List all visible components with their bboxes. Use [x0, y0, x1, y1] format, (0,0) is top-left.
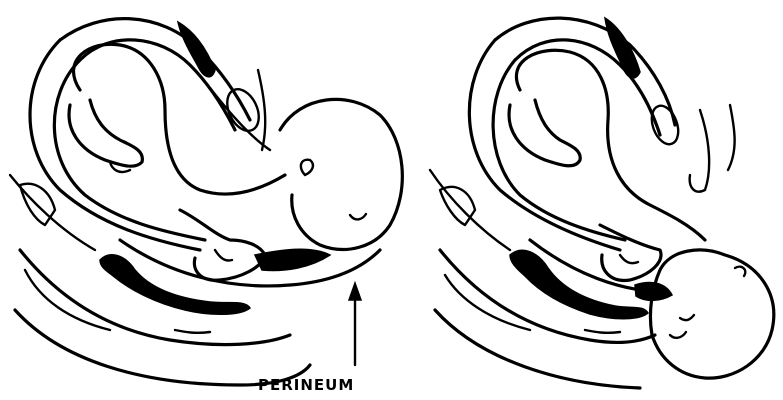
left-birth-canal-shadow [255, 249, 330, 270]
left-baby-head [280, 99, 402, 249]
left-baby-body [74, 44, 285, 194]
left-panel-crowning [10, 19, 402, 385]
right-pubic-bone [647, 102, 683, 148]
right-panel-head-delivered [430, 18, 774, 388]
left-perineum-curve [120, 240, 380, 286]
left-sacrum-band [178, 22, 215, 77]
perineum-label: PERINEUM [258, 376, 354, 394]
perineum-arrow-head [349, 283, 361, 300]
right-baby-head [650, 250, 773, 378]
